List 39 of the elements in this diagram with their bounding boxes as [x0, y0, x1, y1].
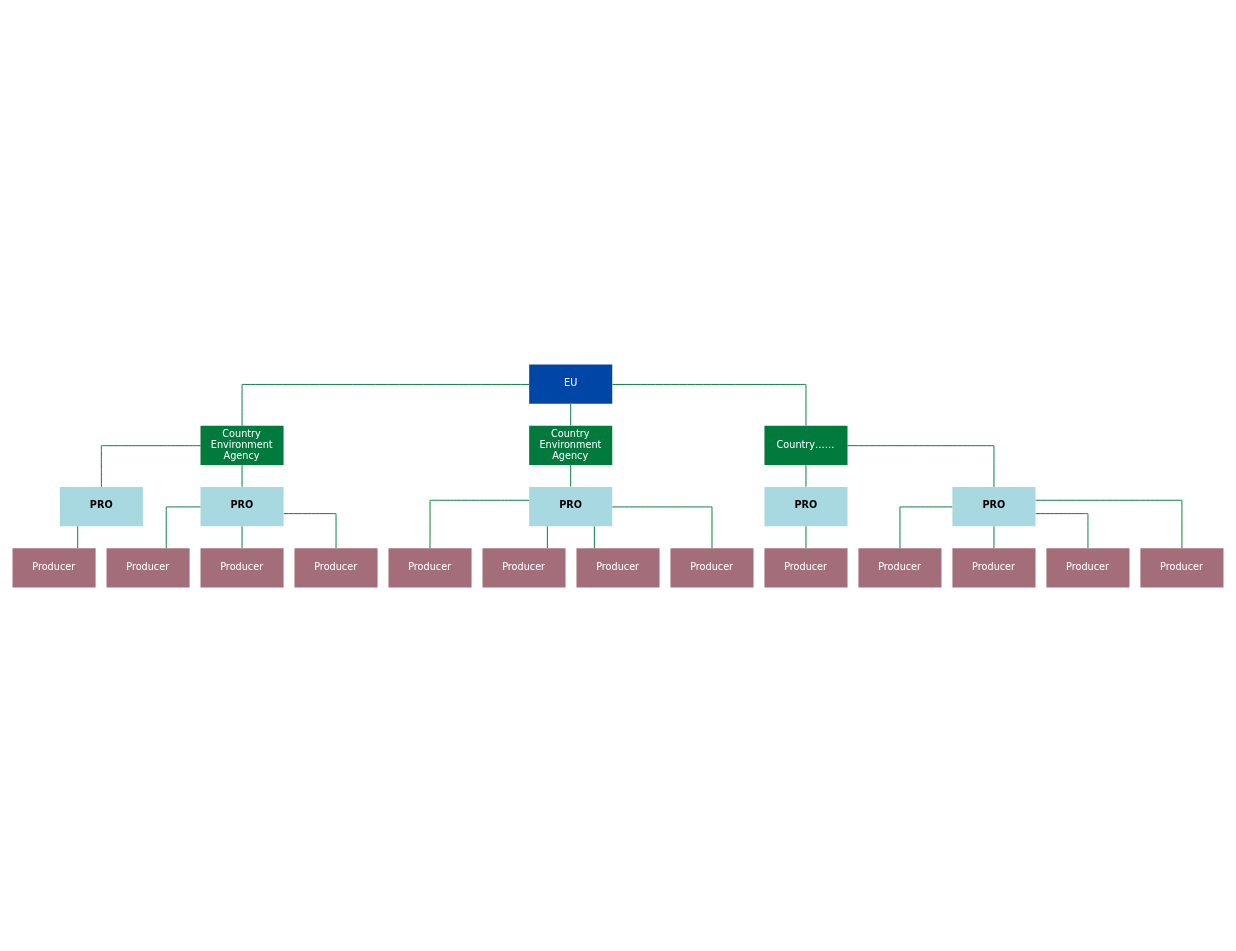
connector: [570, 402, 572, 426]
connector: [165, 505, 201, 549]
node-box: Producer: [12, 547, 96, 588]
node-box: Producer: [106, 547, 190, 588]
connector: [847, 444, 995, 487]
connector: [611, 505, 713, 549]
node-box: Producer: [858, 547, 942, 588]
node-box: Producer: [294, 547, 378, 588]
connector: [805, 464, 807, 487]
node-box: Producer: [200, 547, 284, 588]
connector: [612, 383, 807, 426]
node-box: EU: [529, 363, 613, 404]
connector: [429, 499, 530, 549]
node-box: PRO: [764, 486, 848, 526]
node-box: PRO: [200, 486, 284, 526]
node-box: Country……: [764, 425, 848, 465]
connector: [593, 525, 595, 548]
node-box: Producer: [1140, 547, 1224, 588]
connector: [241, 383, 530, 426]
node-box: Producer: [482, 547, 566, 588]
connector: [77, 525, 79, 548]
connector: [570, 464, 572, 487]
node-box: PRO: [529, 486, 613, 526]
node-box: Producer: [388, 547, 472, 588]
node-box: Producer: [670, 547, 754, 588]
node-box: Producer: [576, 547, 660, 588]
node-box: PRO: [59, 486, 143, 526]
connector: [241, 464, 243, 487]
node-box: Country Environment Agency: [200, 425, 284, 465]
connector: [546, 525, 548, 548]
connector: [283, 512, 337, 549]
node-box: Producer: [952, 547, 1036, 588]
connector: [1035, 499, 1183, 549]
node-box: Country Environment Agency: [529, 425, 613, 465]
node-box: PRO: [952, 486, 1036, 526]
node-box: Producer: [1046, 547, 1130, 588]
node-box: Producer: [764, 547, 848, 588]
connector: [1035, 512, 1089, 549]
connector: [100, 444, 201, 487]
